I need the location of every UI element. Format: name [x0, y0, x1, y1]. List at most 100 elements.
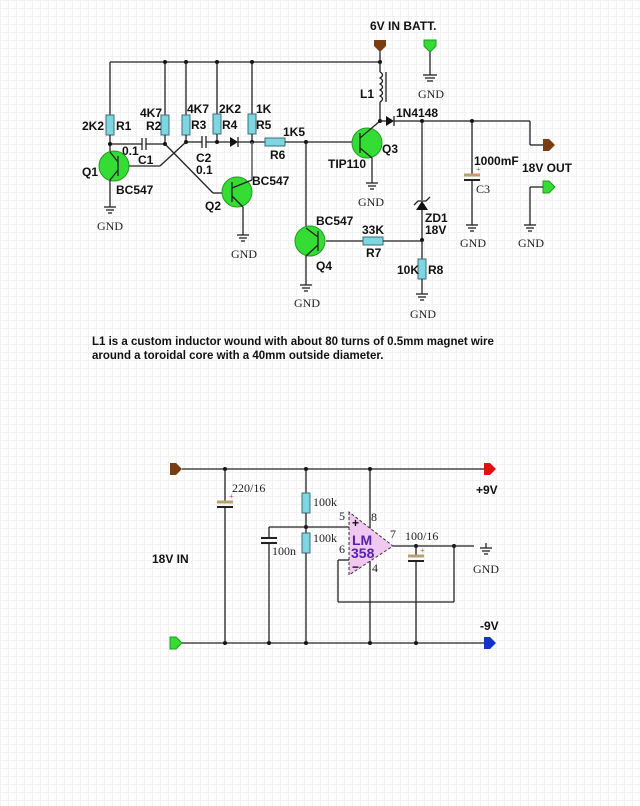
pos-label: +9V [476, 483, 498, 497]
r1-value: 2K2 [82, 119, 104, 133]
capacitor-100n [261, 537, 277, 544]
resistor-r4 [212, 113, 222, 135]
supply-label: 6V IN BATT. [370, 19, 436, 33]
resistor-r2 [160, 114, 170, 136]
resistor-r7 [362, 236, 384, 246]
r4-value: 2K2 [219, 102, 241, 116]
ground-icon [237, 234, 249, 242]
gnd-label: GND [518, 236, 544, 250]
c2-value: 0.1 [196, 163, 213, 177]
transistor-q3 [351, 120, 383, 159]
resistor-100k-top [301, 492, 311, 514]
pos-arrow-icon [484, 463, 496, 475]
resistor-r5 [247, 113, 257, 135]
svg-text:+: + [420, 546, 425, 555]
gnd-label: GND [97, 219, 123, 233]
gnd-label: GND [294, 296, 320, 310]
battery-gnd-arrow-icon [423, 39, 437, 82]
output-gnd-arrow-icon [542, 180, 556, 194]
input-label: 18V IN [152, 552, 189, 566]
capacitor-c2 [201, 136, 207, 148]
gnd-label: GND [473, 562, 499, 576]
diode-icon [230, 137, 239, 147]
r-top-label: 100k [313, 495, 337, 509]
gnd-label: GND [358, 195, 384, 209]
diode-1n4148-icon [386, 116, 395, 126]
r4-ref: R4 [222, 118, 238, 132]
q1-ref: Q1 [82, 165, 98, 179]
ground-icon [104, 206, 116, 214]
gnd-label: GND [410, 307, 436, 321]
l1-label: L1 [360, 87, 374, 101]
transistor-q1 [98, 150, 130, 182]
ground-icon [300, 284, 312, 292]
note-line-2: around a toroidal core with a 40mm outsi… [92, 350, 384, 362]
q3-type: TIP110 [328, 157, 366, 171]
ground-icon [466, 224, 478, 232]
input-arrow-icon [170, 463, 182, 475]
c3-ref: C3 [476, 182, 490, 196]
resistor-r1 [105, 114, 115, 136]
r8-ref: R8 [428, 263, 444, 277]
diode-type: 1N4148 [396, 106, 438, 120]
r5-ref: R5 [256, 118, 272, 132]
pin8: 8 [371, 510, 377, 524]
zd1-ref: ZD1 [425, 211, 448, 225]
supply-arrow-icon [374, 40, 386, 62]
r1-ref: R1 [116, 119, 132, 133]
q1-type: BC547 [116, 183, 154, 197]
ground-icon [480, 543, 492, 555]
q3-ref: Q3 [382, 142, 398, 156]
note-line-1: L1 is a custom inductor wound with about… [92, 336, 494, 348]
r2-ref: R2 [146, 119, 162, 133]
neg-label: -9V [480, 619, 499, 633]
zener-zd1 [413, 196, 431, 210]
ground-icon [366, 182, 378, 190]
transistor-q2 [221, 176, 253, 208]
r7-value: 33K [362, 223, 384, 237]
gnd-label: GND [418, 87, 444, 101]
opamp-minus: − [352, 560, 359, 574]
opamp-lm358 [348, 510, 394, 576]
c2-ref: C2 [196, 151, 212, 165]
c-out-label: 100/16 [405, 529, 438, 543]
neg-arrow-icon [484, 637, 496, 649]
transistor-q4 [294, 225, 326, 257]
zd1-value: 18V [425, 223, 446, 237]
c3-value: 1000mF [474, 154, 519, 168]
pin7: 7 [390, 527, 396, 541]
output-arrow-icon [543, 139, 555, 151]
ground-icon [416, 293, 428, 301]
inductor-note: L1 is a custom inductor wound with about… [92, 335, 532, 363]
r7-ref: R7 [366, 246, 382, 260]
capacitor-c1 [141, 138, 147, 150]
c-filter-label: 100n [272, 544, 296, 558]
ground-icon [524, 224, 536, 232]
pin6: 6 [339, 542, 345, 556]
opamp-label-2: 358 [351, 545, 375, 561]
r5-value: 1K [256, 102, 272, 116]
resistor-r3 [181, 114, 191, 136]
resistor-r6 [264, 137, 286, 147]
q4-type: BC547 [316, 214, 354, 228]
svg-text:+: + [476, 165, 481, 174]
r6-value: 1K5 [283, 125, 305, 139]
output-label: 18V OUT [522, 161, 573, 175]
pin5: 5 [339, 509, 345, 523]
c-in-label: 220/16 [232, 481, 265, 495]
r3-value: 4K7 [187, 102, 209, 116]
c1-ref: C1 [138, 153, 154, 167]
resistor-r8 [417, 258, 427, 280]
r8-value: 10K [397, 263, 419, 277]
input-gnd-arrow-icon [169, 636, 183, 650]
q2-type: BC547 [252, 174, 290, 188]
gnd-label: GND [231, 247, 257, 261]
opamp-plus: + [352, 516, 359, 530]
svg-text:+: + [229, 492, 234, 501]
r3-ref: R3 [191, 118, 207, 132]
opamp-label-1: LM [352, 532, 372, 548]
r-bot-label: 100k [313, 531, 337, 545]
c1-value: 0.1 [122, 144, 139, 158]
inductor-l1 [378, 62, 387, 121]
